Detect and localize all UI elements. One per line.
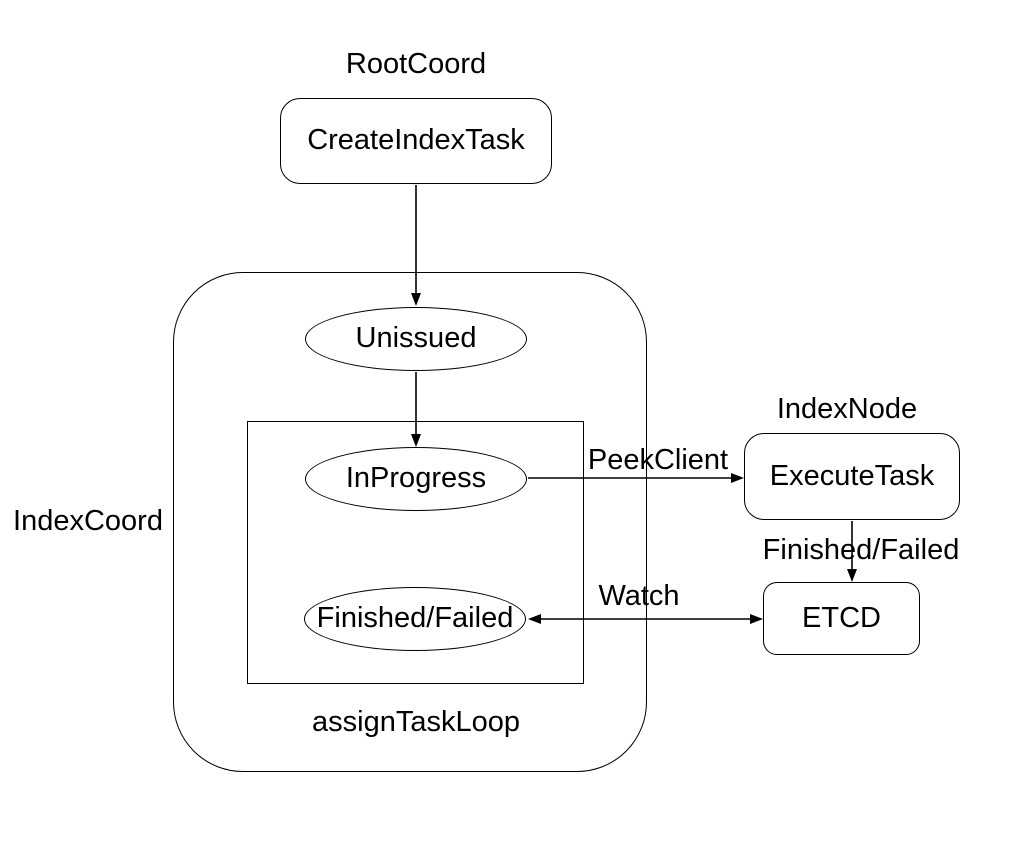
- node-unissued: Unissued: [305, 307, 527, 371]
- index-coord-label: IndexCoord: [13, 505, 163, 538]
- arrowhead-executetask-to-etcd: [847, 569, 857, 582]
- arrowhead-watch-right: [750, 614, 763, 624]
- node-finished-failed: Finished/Failed: [304, 587, 526, 651]
- index-coord-container: [173, 272, 647, 772]
- edge-label-finished-failed: Finished/Failed: [762, 534, 960, 567]
- index-node-label: IndexNode: [776, 393, 918, 426]
- node-execute-task: ExecuteTask: [744, 433, 960, 520]
- assign-task-loop-label: assignTaskLoop: [312, 706, 520, 739]
- root-coord-label: RootCoord: [345, 48, 487, 81]
- node-in-progress: InProgress: [305, 447, 527, 511]
- node-create-index-task: CreateIndexTask: [280, 98, 552, 184]
- edge-label-watch: Watch: [598, 580, 680, 613]
- node-etcd: ETCD: [763, 582, 920, 655]
- edge-label-peek-client: PeekClient: [587, 444, 729, 477]
